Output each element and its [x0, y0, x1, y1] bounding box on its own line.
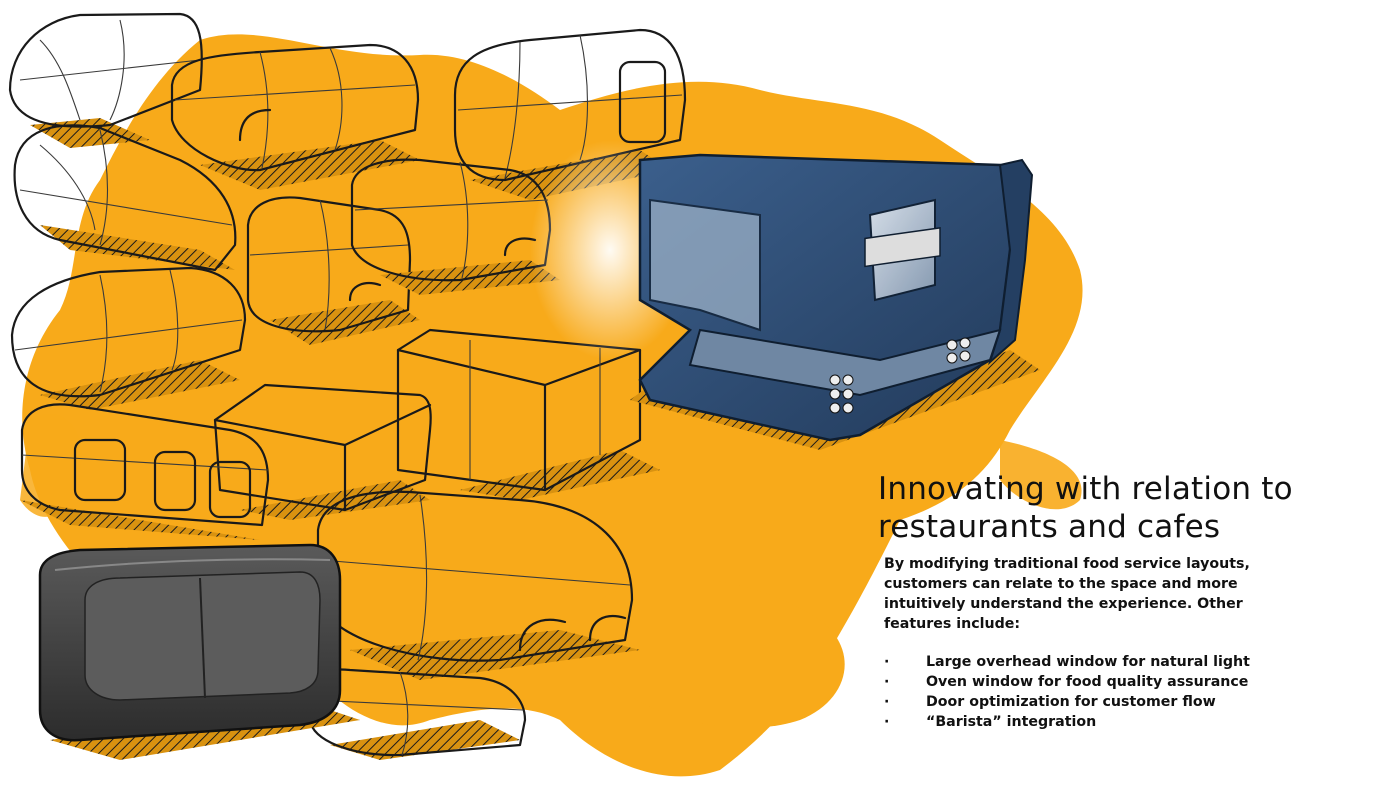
- feature-item: · Large overhead window for natural light: [884, 652, 1358, 672]
- feature-item: · Door optimization for customer flow: [884, 692, 1358, 712]
- bullet-icon: ·: [884, 714, 890, 730]
- description-panel: Innovating with relation to restaurants …: [878, 470, 1358, 732]
- feature-label: Oven window for food quality assurance: [926, 674, 1249, 690]
- food-kiosk-render: [530, 140, 1040, 450]
- feature-item: · Oven window for food quality assurance: [884, 672, 1358, 692]
- sketch-pod-4: [13, 124, 237, 272]
- sketch-pod-11: [316, 490, 640, 680]
- feature-list: · Large overhead window for natural light…: [884, 652, 1358, 732]
- sketch-box-8: [396, 328, 660, 500]
- feature-label: Large overhead window for natural light: [926, 654, 1250, 670]
- sketch-pod-7: [10, 266, 247, 410]
- sketch-pod-5: [246, 196, 420, 345]
- dark-render-pod: [38, 543, 360, 760]
- bullet-icon: ·: [884, 694, 890, 710]
- feature-item: · “Barista” integration: [884, 712, 1358, 732]
- feature-label: “Barista” integration: [926, 714, 1097, 730]
- sketch-bus-10: [20, 403, 270, 540]
- feature-label: Door optimization for customer flow: [926, 694, 1216, 710]
- description-paragraph: By modifying traditional food service la…: [884, 556, 1250, 632]
- sketch-pod-2: [170, 43, 420, 190]
- bullet-icon: ·: [884, 674, 890, 690]
- bullet-icon: ·: [884, 654, 890, 670]
- page-title: Innovating with relation to restaurants …: [878, 471, 1293, 545]
